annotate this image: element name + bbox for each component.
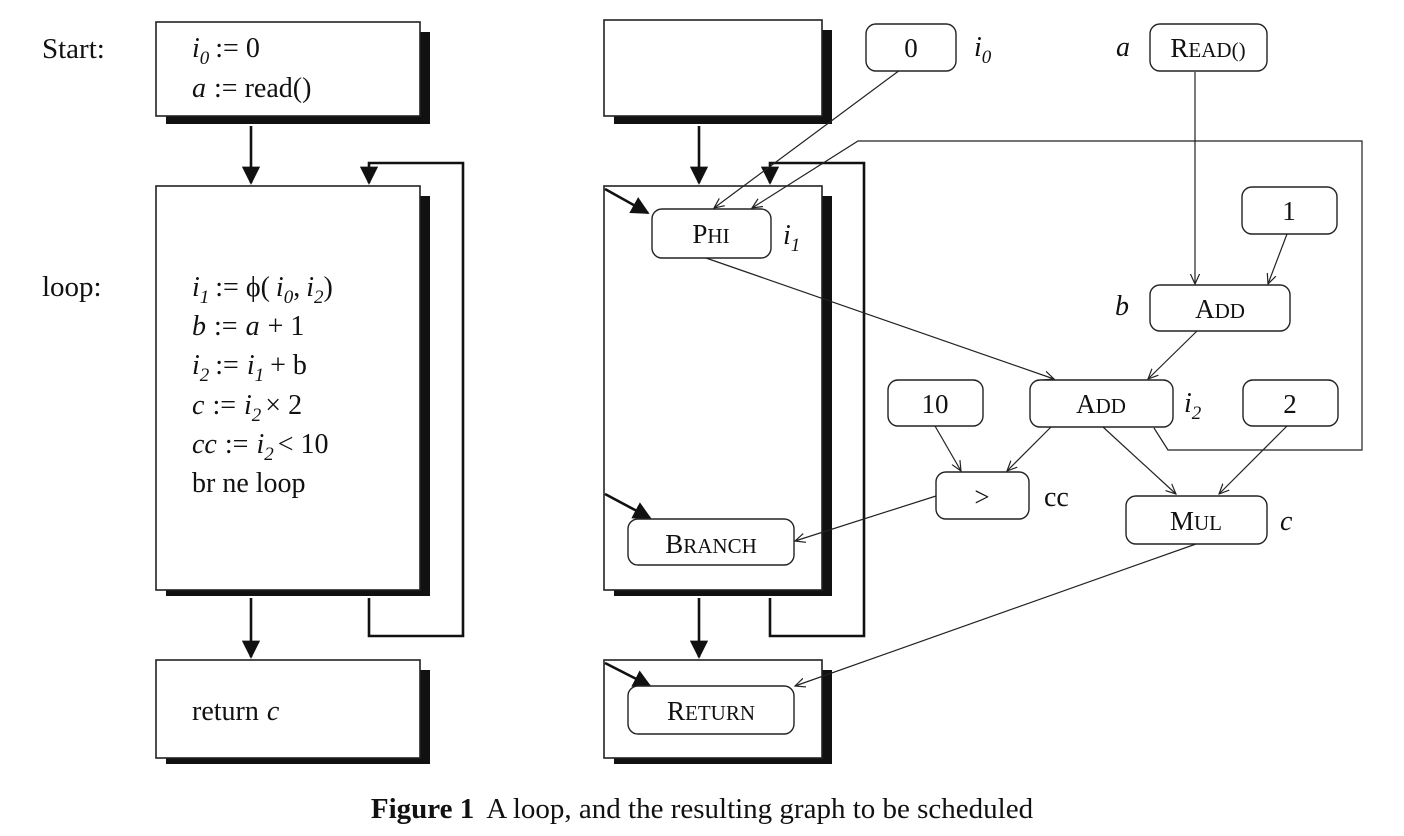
edge-zero-to-phi bbox=[714, 69, 901, 208]
node-branch bbox=[627, 518, 795, 566]
node-const-1-label: 1 bbox=[1282, 196, 1296, 226]
node-read-label: READ() bbox=[1170, 33, 1245, 63]
node-phi-label: PHI bbox=[692, 219, 729, 249]
edge-ten-to-gt bbox=[934, 425, 961, 471]
start-block bbox=[155, 21, 421, 117]
cfg-left: Start: loop: i0:= 0 a:= read() i1:= ϕ(i0… bbox=[42, 21, 465, 764]
label-i1: i1 bbox=[783, 220, 800, 256]
ctl-block-to-branch bbox=[604, 492, 652, 520]
g-start-block bbox=[603, 19, 823, 117]
node-const-1 bbox=[1241, 186, 1338, 235]
edge-add-i2-to-mul bbox=[1102, 426, 1176, 494]
node-add-i2-label: ADD bbox=[1076, 389, 1126, 419]
label-b: b bbox=[1115, 291, 1129, 322]
edge-gt-to-branch bbox=[795, 495, 937, 541]
node-branch-label: BRANCH bbox=[665, 529, 757, 559]
loop-line-i2: i2:=i1+ b bbox=[192, 350, 307, 386]
label-a: a bbox=[1116, 32, 1130, 63]
loop-line-br: br ne loop bbox=[192, 468, 306, 499]
label-i2: i2 bbox=[1184, 388, 1202, 424]
node-const-0-label: 0 bbox=[904, 33, 918, 63]
node-phi bbox=[651, 208, 772, 259]
node-const-0 bbox=[865, 23, 957, 72]
node-add-i2 bbox=[1029, 379, 1174, 428]
node-const-10 bbox=[887, 379, 984, 427]
edge-mul-to-return bbox=[795, 543, 1197, 686]
loop-line-phi: i1:= ϕ(i0,i2) bbox=[192, 272, 333, 308]
ctl-block-to-return bbox=[604, 661, 652, 688]
edge-add-i2-to-phi bbox=[752, 140, 1363, 451]
loop-line-c: c:=i2× 2 bbox=[192, 390, 302, 426]
node-read bbox=[1149, 23, 1268, 72]
node-mul bbox=[1125, 495, 1268, 545]
node-const-2-label: 2 bbox=[1283, 389, 1297, 419]
edge-loop-backedge bbox=[359, 161, 465, 638]
node-const-2 bbox=[1242, 379, 1339, 427]
edge-add-b-to-add-i2 bbox=[1148, 330, 1198, 379]
node-return bbox=[627, 685, 795, 735]
ctl-block-to-phi bbox=[604, 187, 650, 215]
label-loop: loop: bbox=[42, 271, 102, 303]
return-block bbox=[155, 659, 421, 759]
node-mul-label: MUL bbox=[1170, 506, 1222, 536]
edge-phi-to-add-i2 bbox=[705, 257, 1054, 379]
loop-block bbox=[155, 185, 421, 591]
graph-right: 0 i0 READ() a 1 PHI i1 ADD b 10 ADD i2 2… bbox=[603, 19, 1363, 764]
loop-line-cc: cc:=i2< 10 bbox=[192, 429, 329, 465]
label-start: Start: bbox=[42, 33, 105, 65]
label-c: c bbox=[1280, 506, 1293, 537]
start-line-1: i0:= 0 bbox=[192, 33, 260, 69]
start-line-2: a:= read() bbox=[192, 73, 311, 104]
edge-one-to-add-b bbox=[1268, 233, 1288, 284]
node-add-b bbox=[1149, 284, 1291, 332]
node-gt bbox=[935, 471, 1030, 520]
node-add-b-label: ADD bbox=[1195, 294, 1245, 324]
edge-add-i2-to-gt bbox=[1007, 426, 1052, 471]
node-gt-label: > bbox=[974, 482, 989, 512]
loop-line-b: b:=a+ 1 bbox=[192, 311, 304, 342]
label-i0: i0 bbox=[974, 32, 992, 68]
node-return-label: RETURN bbox=[667, 696, 755, 726]
label-cc: cc bbox=[1044, 482, 1069, 513]
node-const-10-label: 10 bbox=[922, 389, 949, 419]
edge-two-to-mul bbox=[1219, 425, 1288, 494]
